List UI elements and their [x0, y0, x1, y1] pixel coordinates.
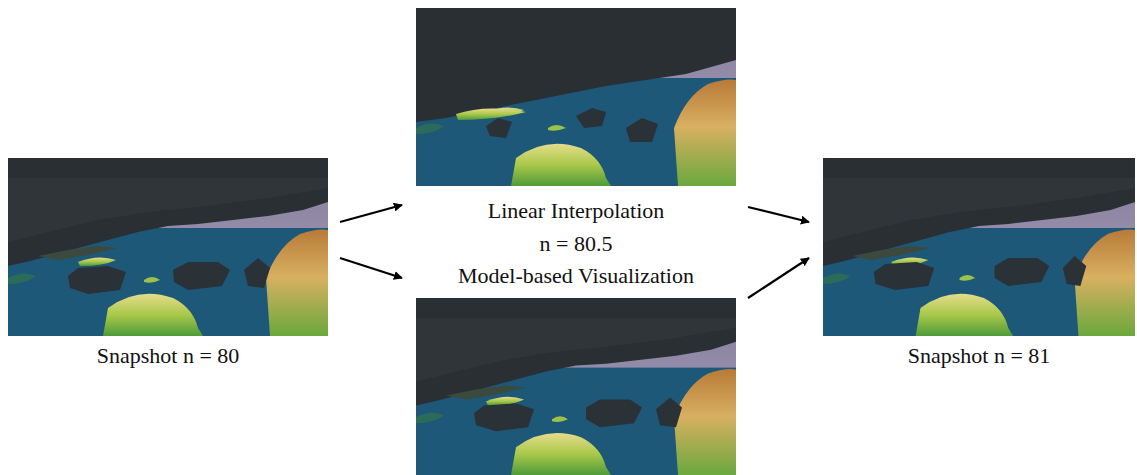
frame-index: n = 80.5 [416, 231, 736, 257]
terrain-render [416, 8, 736, 186]
terrain-render [823, 158, 1135, 336]
snapshot-panel: Snapshot n = 80 [8, 158, 328, 371]
snapshot-panel: Linear Interpolation [416, 8, 736, 226]
flow-arrow [340, 205, 402, 222]
panel-caption: Model-based Visualization [416, 263, 736, 289]
snapshot-panel: Model-based Visualization [416, 262, 736, 475]
flow-arrow [340, 258, 402, 278]
terrain-render [416, 298, 736, 475]
panel-caption: Snapshot n = 81 [823, 343, 1135, 369]
panel-caption: Linear Interpolation [416, 198, 736, 224]
panel-caption: Snapshot n = 80 [8, 343, 328, 369]
terrain-render [8, 158, 328, 336]
snapshot-panel: Snapshot n = 81 [823, 158, 1135, 371]
flow-arrow [748, 207, 809, 222]
flow-arrow [748, 258, 809, 298]
